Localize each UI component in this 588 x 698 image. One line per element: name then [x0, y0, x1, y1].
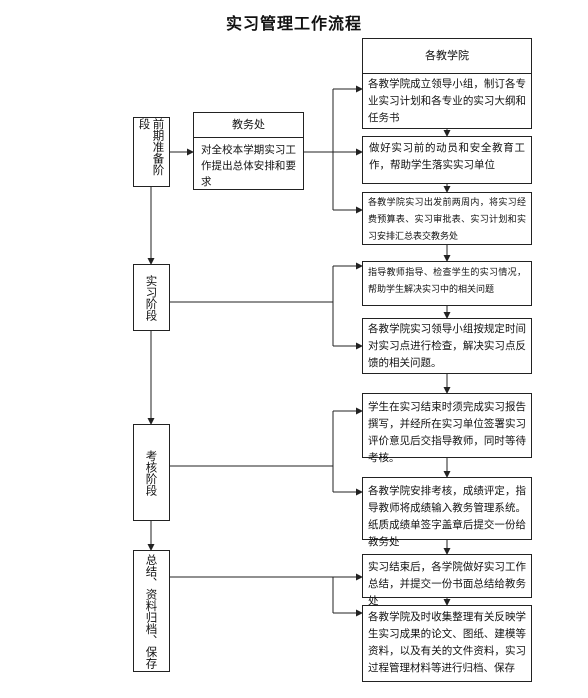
phase-label: 前期准备阶段 — [137, 118, 166, 176]
page-title: 实习管理工作流程 — [225, 14, 362, 33]
flow-step-box: 各教学院安排考核，成绩评定，指导教师将成绩输入教务管理系统。纸质成绩单签字盖章后… — [362, 477, 532, 548]
phase-label: 考核阶段 — [144, 449, 159, 496]
flow-step-text: 各教学院实习出发前两周内，将实习经费预算表、实习审批表、实习计划和实习安排汇总表… — [368, 198, 526, 242]
flow-step-text: 实习结束后，各学院做好实习工作总结，并提交一份书面总结给教务处 — [368, 561, 526, 607]
jiaowuchu-header: 教务处 — [194, 113, 303, 138]
jiaowuchu-text: 对全校本学期实习工作提出总体安排和要求 — [201, 144, 296, 188]
phase-label: 实习阶段 — [144, 274, 159, 321]
xueyuan-header: 各教学院 — [363, 39, 531, 74]
flow-step-box: 实习结束后，各学院做好实习工作总结，并提交一份书面总结给教务处 — [362, 554, 532, 607]
flow-step-text: 各教学院及时收集整理有关反映学生实习成果的论文、图纸、建模等资料，以及有关的文件… — [368, 611, 526, 674]
phase-label: 总结、资料归档、保存 — [144, 553, 159, 669]
flow-step-text: 学生在实习结束时须完成实习报告撰写，并经所在实习单位签署实习评价意见后交指导教师… — [368, 401, 526, 464]
phase-box-preparation: 前期准备阶段 — [133, 117, 170, 187]
xueyuan-box: 各教学院 各教学院成立领导小组，制订各专业实习计划和各专业的实习大纲和任务书 — [362, 38, 532, 129]
phase-box-summary: 总结、资料归档、保存 — [133, 550, 170, 672]
jiaowuchu-box: 教务处 对全校本学期实习工作提出总体安排和要求 — [193, 112, 304, 190]
flow-step-box: 各教学院实习领导小组按规定时间对实习点进行检查，解决实习点反馈的相关问题。 — [362, 318, 532, 374]
flow-step-box: 指导教师指导、检查学生的实习情况，帮助学生解决实习中的相关问题 — [362, 261, 532, 306]
flow-step-box: 学生在实习结束时须完成实习报告撰写，并经所在实习单位签署实习评价意见后交指导教师… — [362, 393, 532, 464]
phase-box-internship: 实习阶段 — [133, 264, 170, 331]
flow-step-text: 指导教师指导、检查学生的实习情况，帮助学生解决实习中的相关问题 — [368, 268, 526, 295]
flow-step-text: 各教学院安排考核，成绩评定，指导教师将成绩输入教务管理系统。纸质成绩单签字盖章后… — [368, 485, 526, 548]
flow-step-box: 各教学院及时收集整理有关反映学生实习成果的论文、图纸、建模等资料，以及有关的文件… — [362, 605, 532, 682]
flow-step-text: 各教学院成立领导小组，制订各专业实习计划和各专业的实习大纲和任务书 — [368, 78, 526, 124]
flow-step-text: 各教学院实习领导小组按规定时间对实习点进行检查，解决实习点反馈的相关问题。 — [368, 323, 526, 369]
flow-step-text: 做好实习前的动员和安全教育工作，帮助学生落实实习单位 — [369, 142, 525, 171]
flow-step-box: 做好实习前的动员和安全教育工作，帮助学生落实实习单位 — [362, 136, 532, 184]
flow-step-box: 各教学院实习出发前两周内，将实习经费预算表、实习审批表、实习计划和实习安排汇总表… — [362, 192, 532, 245]
phase-box-assessment: 考核阶段 — [133, 424, 170, 521]
